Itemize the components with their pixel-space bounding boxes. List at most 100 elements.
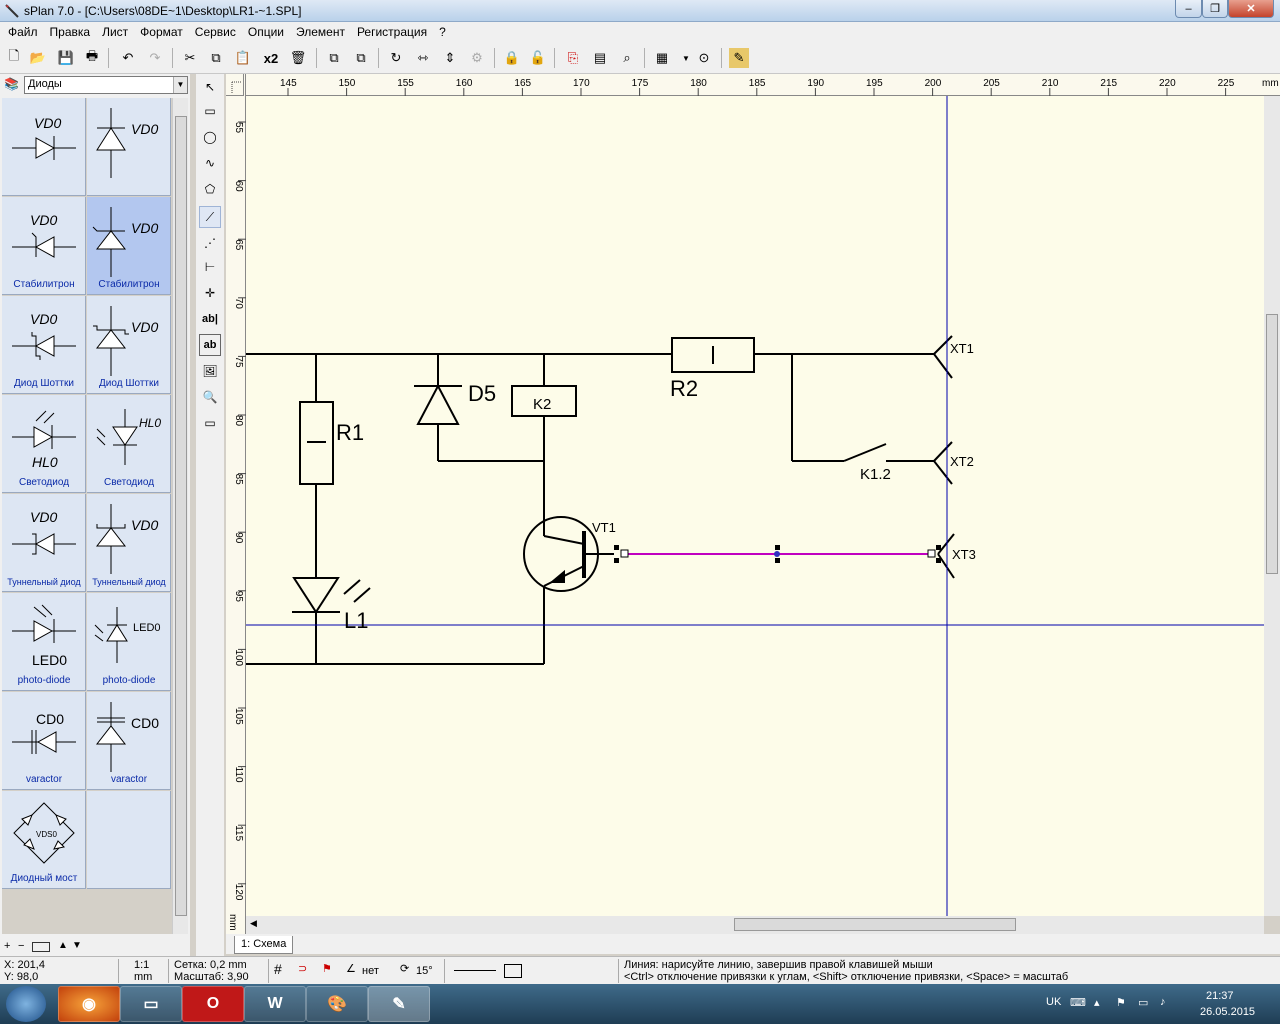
group-icon[interactable]: ⚙ — [471, 50, 483, 65]
diode-d5[interactable] — [416, 383, 460, 425]
bezier-tool-icon[interactable]: ∿ — [204, 156, 216, 170]
menu-edit[interactable]: Правка — [49, 25, 91, 39]
grid-icon[interactable]: # — [274, 961, 282, 977]
explorer-folder-icon[interactable]: ▭ — [120, 986, 182, 1022]
label-k12[interactable]: K1.2 — [860, 466, 891, 483]
tile-varactor-vertical[interactable]: CD0 varactor — [87, 692, 171, 790]
polygon-tool-icon[interactable]: ⬠ — [204, 182, 216, 196]
arrow-up-icon[interactable]: ▲ — [58, 940, 68, 951]
send-to-back-icon[interactable]: ⧉ — [356, 50, 366, 65]
grid-dropdown-icon[interactable]: ▼ — [682, 53, 690, 63]
selection-handle[interactable] — [614, 545, 619, 550]
tile-zener-vertical[interactable]: VD0 Стабилитрон — [87, 197, 171, 295]
selection-handle[interactable] — [936, 558, 941, 563]
tab-sheet-1[interactable]: 1: Схема — [234, 936, 294, 954]
text-tool-icon[interactable]: ab| — [202, 313, 218, 325]
maximize-button[interactable]: ❐ — [1202, 0, 1228, 18]
line-tool-icon[interactable]: ⟋ — [199, 206, 221, 228]
scrollbar-thumb[interactable] — [1266, 314, 1278, 574]
canvas-horizontal-scrollbar[interactable]: ◀ — [246, 916, 1264, 934]
opera-icon[interactable]: O — [182, 986, 244, 1022]
tile-photodiode-vertical[interactable]: LED0 photo-diode — [87, 593, 171, 691]
open-folder-icon[interactable]: 📂 — [29, 50, 47, 65]
tile-led-vertical[interactable]: HL0 Светодиод — [87, 395, 171, 493]
endpoint-handle[interactable] — [620, 549, 629, 558]
new-file-icon[interactable]: 🗋 — [8, 48, 20, 63]
volume-icon[interactable]: ♪ — [1160, 996, 1166, 1008]
start-button[interactable] — [6, 986, 46, 1022]
tile-tunnel-vertical[interactable]: VD0 Туннельный диод — [87, 494, 171, 592]
textbox-tool-icon[interactable]: ab — [199, 334, 221, 356]
grid-toggle-icon[interactable]: ▦ — [655, 50, 669, 65]
select-pointer-icon[interactable]: ↖ — [204, 80, 216, 94]
paste-icon[interactable]: 📋 — [234, 50, 252, 65]
firefox-icon[interactable]: ◉ — [58, 986, 120, 1022]
language-indicator[interactable]: UK — [1046, 996, 1062, 1008]
selection-handle[interactable] — [775, 558, 780, 563]
zoom-tool-icon[interactable]: 🔍 — [202, 390, 218, 404]
menu-options[interactable]: Опции — [247, 25, 284, 39]
label-k2[interactable]: K2 — [533, 396, 551, 413]
fill-style-preview[interactable] — [504, 964, 522, 978]
word-icon[interactable]: W — [244, 986, 306, 1022]
tray-arrow-icon[interactable]: ▴ — [1094, 997, 1100, 1009]
rename-icon[interactable] — [32, 942, 50, 952]
unlock-icon[interactable]: 🔓 — [529, 50, 547, 65]
polyline-tool-icon[interactable]: ⋰ — [204, 236, 216, 250]
selection-handle[interactable] — [936, 545, 941, 550]
tile-diode-horizontal[interactable]: VD0 — [2, 98, 86, 196]
delete-icon[interactable]: 🗑 — [289, 50, 307, 65]
duplicate-x2-button[interactable]: x2 — [263, 50, 279, 66]
label-xt1[interactable]: XT1 — [950, 341, 974, 356]
menu-file[interactable]: Файл — [8, 25, 38, 39]
tile-photodiode-horizontal[interactable]: LED0 photo-diode — [2, 593, 86, 691]
splan-taskbar-icon[interactable]: ✎ — [368, 986, 430, 1022]
label-d5[interactable]: D5 — [468, 381, 496, 406]
menu-service[interactable]: Сервис — [194, 25, 236, 39]
label-xt3[interactable]: XT3 — [952, 547, 976, 562]
clock-time[interactable]: 21:37 — [1206, 990, 1234, 1002]
label-xt2[interactable]: XT2 — [950, 454, 974, 469]
ellipse-tool-icon[interactable]: ◯ — [203, 130, 217, 144]
arrow-down-icon[interactable]: ▼ — [72, 940, 82, 951]
paint-icon[interactable]: 🎨 — [306, 986, 368, 1022]
mirror-horizontal-icon[interactable]: ⇿ — [417, 50, 429, 65]
tile-schottky-vertical[interactable]: VD0 Диод Шоттки — [87, 296, 171, 394]
tile-led-horizontal[interactable]: HL0 Светодиод — [2, 395, 86, 493]
chevron-down-icon[interactable]: ▼ — [173, 77, 187, 93]
undo-icon[interactable]: ↶ — [122, 50, 134, 65]
library-select[interactable]: Диоды ▼ — [24, 76, 188, 94]
lock-icon[interactable]: 🔒 — [503, 50, 521, 65]
clock-date[interactable]: 26.05.2015 — [1200, 1006, 1256, 1018]
search-binoculars-icon[interactable]: ⌕ — [623, 50, 631, 65]
tile-zener-horizontal[interactable]: VD0 Стабилитрон — [2, 197, 86, 295]
switch-k12-contact[interactable] — [843, 443, 887, 462]
label-r1[interactable]: R1 — [336, 420, 364, 445]
rotate-icon[interactable]: ⟳ — [400, 963, 410, 975]
menu-help[interactable]: ? — [439, 25, 446, 39]
tile-diode-bridge[interactable]: VDS0 Диодный мост — [2, 791, 86, 889]
canvas-vertical-scrollbar[interactable] — [1264, 96, 1280, 916]
tile-diode-vertical[interactable]: VD0 — [87, 98, 171, 196]
menu-format[interactable]: Формат — [140, 25, 183, 39]
remove-icon[interactable]: − — [18, 940, 25, 952]
library-scrollbar[interactable] — [172, 98, 188, 934]
scrollbar-thumb[interactable] — [175, 116, 187, 916]
image-tool-icon[interactable]: 🖼 — [202, 364, 218, 378]
tile-varactor-horizontal[interactable]: CD0 varactor — [2, 692, 86, 790]
bring-to-front-icon[interactable]: ⧉ — [329, 50, 339, 65]
line-style-preview[interactable] — [454, 970, 496, 971]
label-r2[interactable]: R2 — [670, 376, 698, 401]
network-icon[interactable]: ▭ — [1138, 997, 1149, 1009]
report-icon[interactable]: ▤ — [593, 50, 607, 65]
label-vt1[interactable]: VT1 — [592, 520, 616, 535]
menu-sheet[interactable]: Лист — [102, 25, 129, 39]
endpoint-handle[interactable] — [927, 549, 936, 558]
snap-icon[interactable]: ⚑ — [322, 963, 332, 975]
tile-schottky-horizontal[interactable]: VD0 Диод Шоттки — [2, 296, 86, 394]
angle-icon[interactable]: ∠ — [346, 963, 356, 975]
measure-tool-icon[interactable]: ▭ — [204, 416, 216, 430]
flag-icon[interactable]: ⚑ — [1116, 997, 1126, 1009]
print-icon[interactable]: 🖶 — [85, 48, 99, 63]
redo-icon[interactable]: ↷ — [149, 50, 161, 65]
